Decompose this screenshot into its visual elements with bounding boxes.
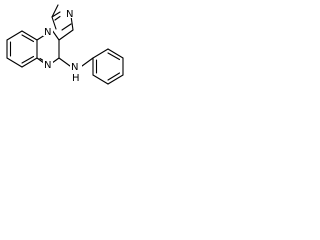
atom-labels: N N N N H xyxy=(43,8,82,84)
atom-label-nh-hydrogen: H xyxy=(72,73,80,84)
molecule-structure: N N N N H xyxy=(6,4,124,85)
pyrazine-ring xyxy=(36,29,60,64)
atom-label-n-pyrrole: N xyxy=(44,27,51,38)
phenyl-ring-right xyxy=(92,48,124,85)
atom-label-n-quinoxaline: N xyxy=(44,60,51,71)
imidazole-ring xyxy=(51,4,74,41)
benzene-ring-left xyxy=(6,30,38,68)
atom-label-n-imidazole: N xyxy=(66,9,73,20)
amine-linker xyxy=(58,57,94,67)
atom-label-nh-nitrogen: N xyxy=(71,62,78,73)
